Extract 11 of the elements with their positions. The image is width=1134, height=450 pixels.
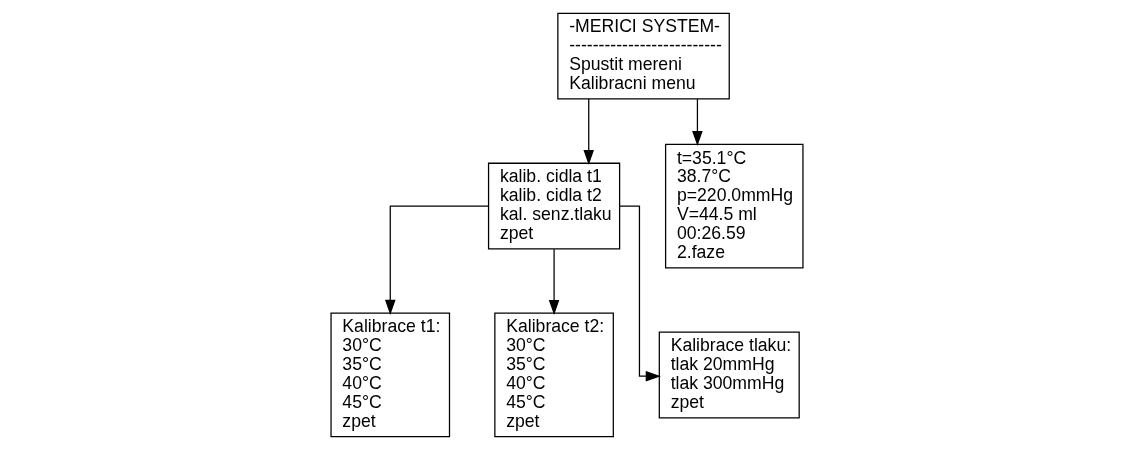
node-box: -MERICI SYSTEM- -------------------------- Spustit mereni Kalibracni menu <box>557 12 730 100</box>
arrow <box>384 205 489 315</box>
node-box: Kalibrace t1: 30°C 35°C 40°C 45°C zpet <box>330 312 451 438</box>
node-box: Kalibrace tlaku: tlak 20mmHg tlak 300mmHg zpet <box>658 331 800 419</box>
node-box: kalib. cidla t1 kalib. cidla t2 kal. senz.tlaku zpet <box>487 162 621 250</box>
arrow <box>619 205 661 382</box>
arrow <box>583 98 595 165</box>
arrow <box>548 248 560 316</box>
node-box: t=35.1°C 38.7°C p=220.0mmHg V=44.5 ml 00:26.59 2.faze <box>665 143 804 269</box>
node-box: Kalibrace t2: 30°C 35°C 40°C 45°C zpet <box>494 312 614 438</box>
arrow <box>692 98 703 147</box>
